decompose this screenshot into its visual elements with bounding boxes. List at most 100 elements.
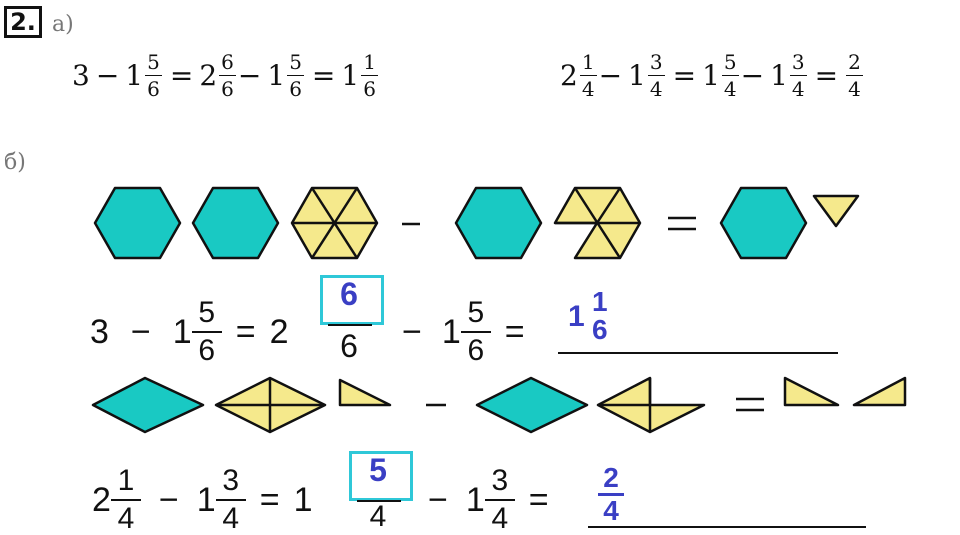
numerator: 3 (791, 49, 805, 74)
equals-sign: = (169, 58, 194, 92)
hexagon-whole-1 (93, 186, 182, 260)
whole-part: 1 (196, 480, 216, 519)
numerator: 3 (222, 464, 240, 497)
numerator: 1 (363, 49, 376, 74)
denominator: 6 (221, 76, 234, 101)
whole-part: 2 (92, 480, 111, 519)
numerator: 6 (221, 49, 234, 74)
numerator: 2 (848, 49, 861, 74)
denominator: 4 (581, 76, 595, 101)
minus-sign: − (95, 58, 120, 92)
minus-sign: − (598, 58, 623, 92)
numerator: 1 (581, 49, 595, 74)
equals-sign: = (814, 58, 839, 92)
minus-sign: − (740, 58, 765, 92)
whole-part: 1 (465, 480, 485, 519)
equals-sign: = (235, 312, 256, 351)
number: 3 (90, 312, 109, 351)
filled-numerator-1: 6 (340, 276, 358, 312)
minus-sign: − (237, 58, 262, 92)
triangle-quarter-a (783, 376, 840, 407)
minus-sign: − (428, 480, 448, 519)
whole-part: 1 (341, 58, 360, 92)
equals-sign: = (259, 480, 280, 519)
whole-part: 1 (702, 58, 720, 92)
numerator: 5 (198, 296, 216, 329)
whole-part: 1 (441, 312, 461, 351)
denominator: 6 (363, 76, 376, 101)
denominator: 6 (340, 328, 358, 364)
answer-line-2 (588, 526, 866, 528)
whole-part: 2 (199, 58, 218, 92)
rhombus-whole-1 (91, 376, 205, 434)
number: 3 (72, 58, 90, 92)
filled-answer-box-1 (320, 275, 384, 325)
numerator: 5 (723, 49, 737, 74)
numerator: 5 (289, 49, 302, 74)
numerator: 1 (117, 464, 135, 497)
numerator: 5 (147, 49, 160, 74)
equals-sign: = (528, 480, 549, 519)
whole-part: 2 (560, 58, 578, 92)
whole-part: 1 (628, 58, 646, 92)
equals-sign: = (504, 312, 525, 351)
denominator: 6 (289, 76, 302, 101)
answer-line-1 (558, 352, 838, 354)
equals-sign: = (311, 58, 336, 92)
denominator: 6 (198, 334, 216, 367)
part-b-label: б) (4, 150, 26, 175)
denominator: 6 (592, 314, 608, 345)
whole-part: 2 (269, 312, 289, 351)
whole-part: 1 (267, 58, 286, 92)
minus-sign: − (402, 312, 422, 351)
answer-fraction-1: 1 6 (592, 288, 608, 344)
triangle-one-sixth (812, 194, 860, 228)
denominator: 4 (222, 502, 240, 535)
numerator: 2 (603, 462, 619, 493)
minus-sign: − (158, 480, 179, 519)
triangle-one-quarter (338, 378, 392, 407)
equals-sign: = (672, 58, 697, 92)
whole-part: 1 (770, 58, 788, 92)
denominator: 4 (603, 495, 619, 526)
hexagon-result (719, 186, 808, 260)
hexagon-whole-3 (454, 186, 543, 260)
minus-sign: − (130, 312, 151, 351)
denominator: 4 (491, 502, 509, 535)
answer-fraction-2: 2 4 (598, 464, 624, 525)
denominator: 4 (723, 76, 737, 101)
part-a-label: а) (52, 12, 74, 37)
hexagon-whole-2 (191, 186, 280, 260)
denominator: 4 (117, 502, 135, 535)
fraction-bar (328, 324, 372, 326)
numerator: 3 (649, 49, 663, 74)
denominator: 4 (649, 76, 663, 101)
whole-part: 1 (125, 58, 144, 92)
denominator: 4 (791, 76, 805, 101)
whole-part: 1 (172, 312, 192, 351)
filled-answer-box-2 (349, 451, 413, 501)
numerator: 5 (467, 296, 485, 329)
triangle-quarter-b (852, 376, 907, 407)
numerator: 1 (592, 286, 608, 317)
denominator: 4 (369, 500, 387, 533)
